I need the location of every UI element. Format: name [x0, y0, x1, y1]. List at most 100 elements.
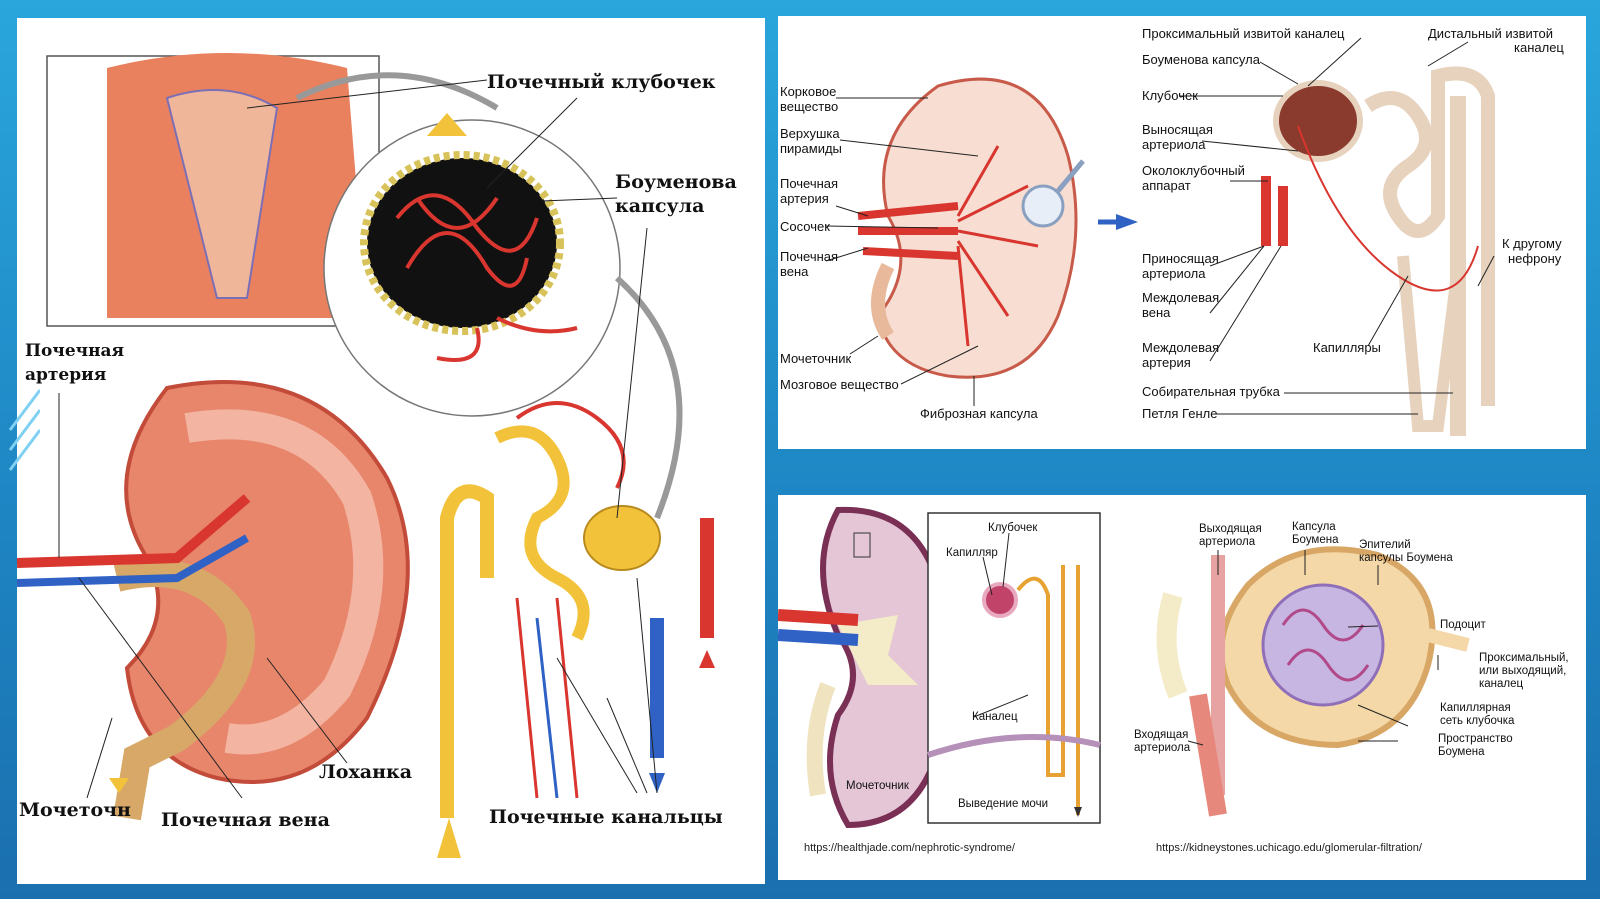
curved-arrow-icon [295, 72, 499, 111]
label-other-nephron-line2: нефрону [1508, 251, 1562, 266]
label-capillary: Капилляр [946, 547, 998, 559]
label-interlobar-vein-line1: Междолевая [1142, 290, 1219, 305]
renal-pelvis-ureter [113, 559, 255, 821]
glomerulus-capillaries [395, 193, 578, 362]
renal-vein-vessel [17, 534, 249, 587]
up-arrow-icon [427, 113, 467, 136]
label-tubule: Каналец [972, 711, 1018, 723]
afferent-arteriole [1189, 693, 1227, 817]
curved-arrow-icon [614, 275, 683, 520]
renal-vessels [857, 202, 959, 260]
label-efferent-line1: Выходящая [1199, 523, 1262, 535]
down-arrow-icon [437, 818, 461, 858]
slide-decoration [8, 389, 40, 471]
label-pyramid-line2: пирамиды [780, 141, 842, 156]
up-arrow-icon [699, 650, 715, 668]
label-capillary-net-line1: Капиллярная [1440, 702, 1511, 714]
label-renal-vein-line2: вена [780, 264, 809, 279]
capillary-loops [1281, 608, 1370, 682]
label-interlobar-vein-line2: вена [1142, 305, 1171, 320]
label-pyramid-line1: Верхушка [780, 126, 840, 141]
label-bowman-space-line2: Боумена [1438, 746, 1485, 758]
label-capsule-line1: Капсула [1292, 521, 1336, 533]
label-renal-artery-line1: Почечная [780, 176, 838, 191]
label-fibrous-capsule: Фиброзная капсула [920, 406, 1038, 421]
label-renal-pelvis: Лоханка [319, 761, 412, 783]
label-other-nephron-line1: К другому [1502, 236, 1562, 251]
magnifier-handle [1056, 159, 1085, 193]
label-interlobar-artery-line1: Междолевая [1142, 340, 1219, 355]
nephron-tubule [1364, 66, 1495, 406]
glomerulus-node [982, 582, 1018, 618]
label-bowman-line2: капсула [615, 195, 704, 217]
label-glomerulus: Клубочек [988, 522, 1038, 534]
label-glomerulus: Клубочек [1142, 88, 1198, 103]
down-arrow-icon [1074, 807, 1082, 817]
label-podocyte: Подоцит [1440, 619, 1487, 631]
label-efferent-line1: Выносящая [1142, 122, 1213, 137]
ureter-tube [806, 682, 836, 797]
label-proximal-line3: каналец [1479, 678, 1524, 690]
label-papilla: Сосочек [780, 219, 830, 234]
nephron-structure-panel: Корковое вещество Верхушка пирамиды Поче… [778, 16, 1586, 449]
label-distal-tubule-line2: каналец [1514, 40, 1564, 55]
right-arrow-icon [1116, 214, 1138, 230]
label-cortex-line1: Корковое [780, 84, 836, 99]
label-renal-vein: Почечная вена [161, 809, 330, 831]
efferent-arteriole [1278, 186, 1288, 246]
label-renal-artery-line2: артерия [780, 191, 829, 206]
label-bowman-capsule: Боуменова капсула [1142, 52, 1261, 67]
label-cortex-line2: вещество [780, 99, 838, 114]
kidney-cortex [184, 409, 384, 755]
capillary-network [1261, 583, 1385, 707]
label-juxta-line1: Околоклубочный [1142, 163, 1245, 178]
magnifier-icon [1021, 184, 1065, 228]
label-glomerulus: Почечный клубочек [487, 71, 716, 93]
glomerular-filtration-panel: Клубочек Капилляр Каналец Мочеточник Выв… [778, 495, 1586, 880]
down-arrow-icon [109, 778, 129, 793]
label-juxta-line2: аппарат [1142, 178, 1191, 193]
renal-pelvis [838, 615, 918, 685]
afferent-arteriole [1261, 176, 1271, 246]
down-arrow-icon [649, 773, 665, 793]
kidney-branches [956, 145, 1039, 347]
label-renal-vein-line1: Почечная [780, 249, 838, 264]
inset-tubule [165, 89, 279, 299]
ureter-tube [871, 262, 895, 340]
source-url-healthjade: https://healthjade.com/nephrotic-syndrom… [804, 842, 1016, 854]
label-afferent-line1: Входящая [1134, 729, 1188, 741]
label-ureter: Мочеточник [846, 780, 910, 792]
zoom-marker [853, 532, 871, 558]
kidney-anatomy-panel: Почечный клубочек Боуменова капсула Поче… [17, 18, 765, 884]
source-url-uchicago: https://kidneystones.uchicago.edu/glomer… [1156, 842, 1423, 854]
renal-artery-vessel [17, 494, 251, 568]
inset-vessels [927, 734, 1101, 758]
glomerular-filtration-illustration: Клубочек Капилляр Каналец Мочеточник Выв… [778, 506, 1569, 854]
label-afferent-line2: артериола [1134, 742, 1191, 754]
bowman-capsule-small [583, 505, 661, 571]
label-bowman-line1: Боуменова [615, 171, 737, 193]
label-bowman-space-line1: Пространство [1438, 733, 1513, 745]
label-capsule-line2: Боумена [1292, 534, 1339, 546]
epithelium-layer [1156, 592, 1188, 699]
nephron-tubule [1016, 565, 1065, 777]
henle-loop [1397, 255, 1464, 432]
label-capillaries: Капилляры [1313, 340, 1381, 355]
label-medulla: Мозговое вещество [780, 377, 899, 392]
nephron-tubules [440, 401, 714, 818]
bowman-capsule-wall [360, 151, 564, 335]
pointer-lines [58, 79, 658, 799]
kidney-anatomy-illustration: Почечный клубочек Боуменова капсула Поче… [17, 53, 737, 858]
label-afferent-line2: артериола [1142, 266, 1206, 281]
renal-vein-vessel [778, 629, 859, 646]
pointer-lines [825, 37, 1495, 415]
label-epithelium-line2: капсулы Боумена [1359, 552, 1453, 564]
label-epithelium-line1: Эпителий [1359, 539, 1411, 551]
label-proximal-tubule: Проксимальный извитой каналец [1142, 26, 1345, 41]
label-renal-artery-line1: Почечная [25, 341, 124, 361]
label-proximal-line2: или выходящий, [1479, 665, 1566, 677]
proximal-tubule [1426, 628, 1470, 652]
nephron-structure-illustration: Корковое вещество Верхушка пирамиды Поче… [780, 26, 1564, 436]
label-renal-artery-line2: артерия [25, 365, 106, 385]
label-efferent-line2: артериола [1142, 137, 1206, 152]
